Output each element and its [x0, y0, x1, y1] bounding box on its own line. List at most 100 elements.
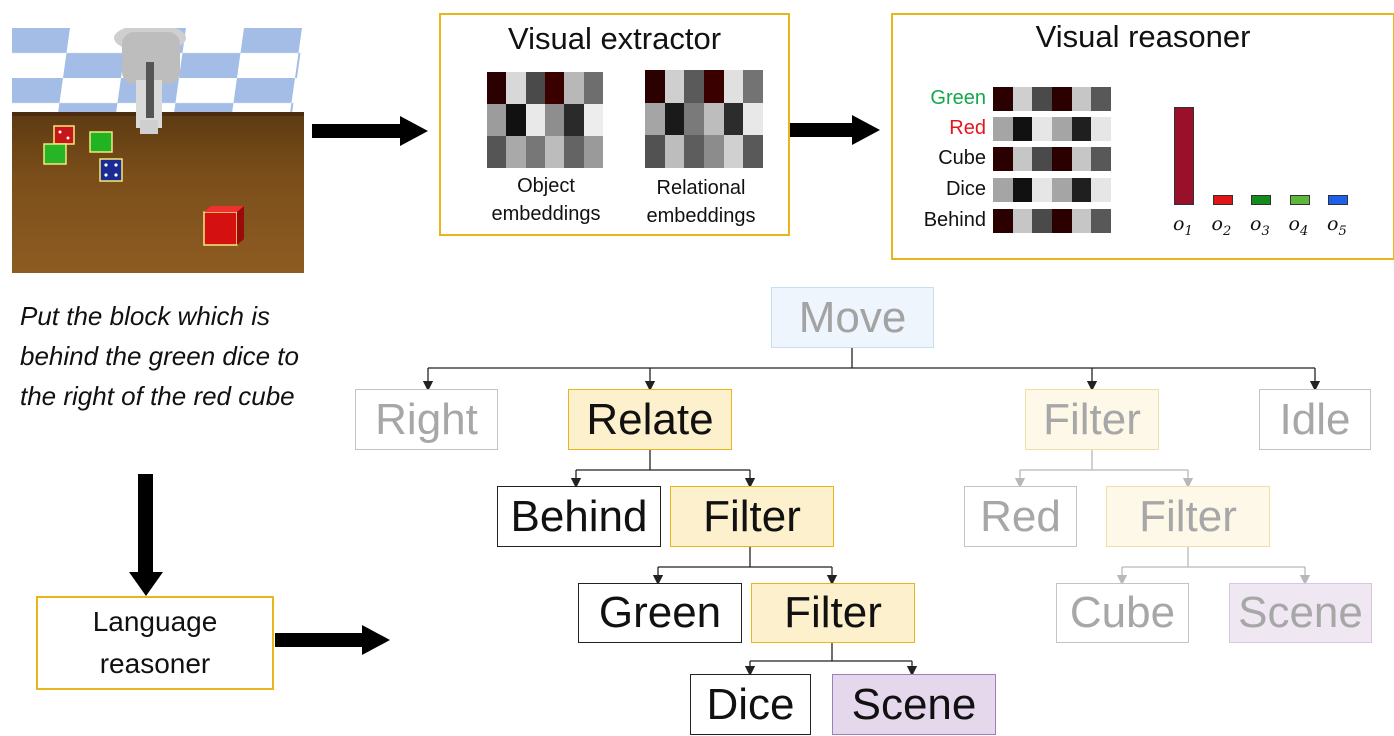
language-reasoner-line-2: reasoner — [99, 648, 211, 679]
visual-reasoner-title: Visual reasoner — [1035, 19, 1251, 54]
embedding-cell — [1032, 87, 1053, 111]
embedding-cell — [993, 87, 1013, 111]
attention-bar — [1289, 195, 1310, 205]
embedding-cell — [1052, 178, 1072, 202]
node-cube: Cube — [1056, 583, 1189, 643]
reasoner-row-label-dice: Dice — [945, 178, 986, 200]
node-behind: Behind — [497, 486, 661, 547]
embedding-cell — [564, 72, 584, 104]
relational-caption-line-2: embeddings — [646, 205, 756, 227]
embedding-cell — [1052, 117, 1072, 141]
embedding-cell — [545, 136, 565, 168]
embedding-cell — [664, 135, 685, 168]
embedding-cell — [1091, 209, 1112, 233]
embedding-cell — [664, 102, 685, 136]
embedding-cell — [993, 147, 1013, 171]
embedding-cell — [525, 136, 545, 168]
attention-bar-label: o5 — [1327, 213, 1347, 239]
node-right: Right — [355, 389, 498, 450]
embedding-cell — [564, 104, 584, 136]
language-reasoner-box: Language reasoner — [36, 596, 274, 690]
reasoner-row-embedding — [993, 117, 1112, 141]
embedding-cell — [1091, 178, 1112, 202]
node-green: Green — [578, 583, 742, 643]
embedding-cell — [684, 102, 704, 136]
embedding-cell — [723, 102, 744, 136]
reasoner-row-embedding — [993, 87, 1112, 111]
node-red: Red — [964, 486, 1077, 547]
embedding-cell — [525, 104, 545, 136]
embedding-cell — [993, 117, 1013, 141]
embedding-cell — [1052, 209, 1072, 233]
attention-bar-label: o2 — [1211, 213, 1232, 239]
node-filter-c: Filter — [1106, 486, 1270, 547]
embedding-cell — [1032, 178, 1053, 202]
embedding-cell — [564, 136, 584, 168]
embedding-cell — [545, 104, 565, 136]
embedding-cell — [1032, 147, 1053, 171]
embedding-cell — [506, 104, 526, 136]
embedding-cell — [664, 70, 685, 103]
reasoner-row-embedding — [993, 209, 1112, 233]
object-caption-line-1: Object — [517, 175, 575, 197]
node-scene-a: Scene — [1229, 583, 1372, 643]
reasoner-row-embedding — [993, 178, 1112, 202]
attention-bar — [1212, 195, 1233, 205]
instruction-text: Put the block which is behind the green … — [20, 301, 299, 411]
embedding-cell — [723, 70, 744, 103]
embedding-cell — [743, 70, 763, 103]
visual-extractor-panel: Visual extractor Object embeddings Relat… — [439, 13, 790, 236]
relational-caption-line-1: Relational — [656, 177, 746, 199]
embedding-cell — [1091, 117, 1112, 141]
embedding-cell — [1091, 87, 1112, 111]
node-filter-b: Filter — [670, 486, 834, 547]
embedding-cell — [545, 72, 565, 104]
node-relate: Relate — [568, 389, 732, 450]
robot-scene-image — [12, 28, 304, 273]
attention-bar — [1251, 195, 1271, 205]
embedding-cell — [645, 102, 665, 136]
embedding-cell — [723, 135, 744, 168]
embedding-cell — [1071, 87, 1092, 111]
attention-bar — [1328, 195, 1348, 205]
embedding-cell — [583, 136, 603, 168]
embedding-cell — [1032, 209, 1053, 233]
embedding-cell — [684, 135, 704, 168]
embedding-cell — [1012, 87, 1033, 111]
embedding-cell — [1012, 178, 1033, 202]
node-filter-a: Filter — [1025, 389, 1159, 450]
relational-embeddings-grid — [645, 70, 763, 168]
embedding-cell — [743, 135, 763, 168]
embedding-cell — [525, 72, 545, 104]
node-filter-d: Filter — [751, 583, 915, 643]
embedding-cell — [1091, 147, 1112, 171]
embedding-cell — [487, 104, 507, 136]
visual-extractor-title: Visual extractor — [507, 21, 722, 56]
reasoner-row-embedding — [993, 147, 1112, 171]
embedding-cell — [506, 72, 526, 104]
language-reasoner-line-1: Language — [92, 606, 218, 637]
reasoner-row-label-behind: Behind — [923, 209, 986, 231]
object-embeddings-grid — [487, 72, 603, 168]
embedding-cell — [703, 135, 724, 168]
embedding-cell — [645, 135, 665, 168]
attention-bar-label: o3 — [1250, 213, 1270, 239]
attention-bar — [1174, 107, 1194, 205]
embedding-cell — [1032, 117, 1053, 141]
embedding-cell — [1071, 209, 1092, 233]
embedding-cell — [1052, 147, 1072, 171]
embedding-cell — [1052, 87, 1072, 111]
node-idle: Idle — [1259, 389, 1371, 450]
embedding-cell — [487, 136, 507, 168]
reasoner-row-label-green: Green — [930, 87, 986, 109]
node-move: Move — [771, 287, 934, 348]
object-embeddings-caption: Object embeddings — [471, 172, 621, 228]
embedding-cell — [703, 102, 724, 136]
embedding-cell — [1012, 209, 1033, 233]
node-scene-b: Scene — [832, 674, 996, 735]
embedding-cell — [1071, 117, 1092, 141]
embedding-cell — [506, 136, 526, 168]
